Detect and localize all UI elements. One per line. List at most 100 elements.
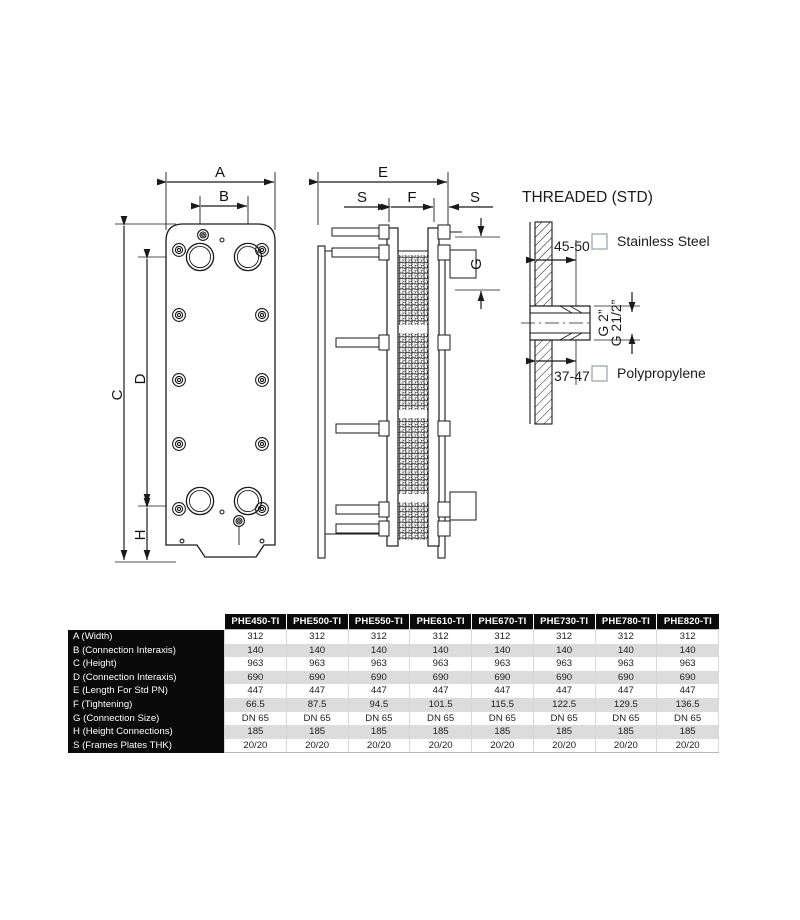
table-cell: 185 — [471, 725, 534, 739]
table-cell: 312 — [594, 628, 658, 644]
table-cell: 963 — [409, 657, 472, 671]
table-row: E (Length For Std PN) 447 447 447 447 44… — [68, 684, 719, 698]
table-cell: DN 65 — [409, 711, 472, 726]
table-cell: 140 — [532, 643, 596, 658]
table-row: C (Height) 963 963 963 963 963 963 963 9… — [68, 657, 719, 671]
table-cell: DN 65 — [224, 711, 287, 726]
dimension-label-C: C — [109, 389, 126, 400]
table-cell: 20/20 — [594, 738, 658, 754]
column-header: PHE780-TI — [594, 614, 657, 630]
row-header: G (Connection Size) — [68, 711, 225, 726]
table-cell: 447 — [532, 684, 596, 698]
threaded-dim-top: 45-50 — [554, 238, 590, 254]
bolt-hole-top-center — [197, 229, 209, 241]
table-cell: 963 — [471, 657, 534, 671]
side-view-drawing — [309, 172, 500, 559]
legend-label-polypropylene: Polypropylene — [617, 365, 706, 381]
dimension-label-F: F — [407, 189, 416, 206]
table-corner-cell — [68, 614, 225, 630]
dimension-label-G: G — [468, 258, 485, 270]
column-header: PHE820-TI — [656, 614, 719, 630]
threaded-detail-title: THREADED (STD) — [522, 189, 653, 206]
dimension-label-E: E — [378, 164, 388, 181]
table-body: A (Width) 312 312 312 312 312 312 312 31… — [68, 628, 719, 754]
table-cell: 312 — [409, 628, 472, 644]
table-cell: 447 — [656, 684, 719, 698]
table-cell: DN 65 — [285, 711, 349, 726]
column-header: PHE670-TI — [471, 614, 534, 630]
column-header: PHE500-TI — [285, 614, 348, 630]
table-cell: 447 — [471, 684, 534, 698]
locating-holes — [179, 237, 265, 544]
table-row: F (Tightening) 66.5 87.5 94.5 101.5 115.… — [68, 697, 719, 712]
thread-size-label-1: G 2” — [595, 309, 611, 337]
table-cell: 20/20 — [285, 738, 349, 754]
table-cell: 690 — [285, 670, 349, 685]
table-cell: 690 — [409, 670, 472, 685]
table-cell: DN 65 — [532, 711, 596, 726]
table-cell: 94.5 — [347, 697, 411, 712]
table-cell: DN 65 — [471, 711, 534, 726]
table-row: A (Width) 312 312 312 312 312 312 312 31… — [68, 628, 719, 644]
row-header: D (Connection Interaxis) — [68, 670, 225, 685]
table-cell: 136.5 — [656, 697, 719, 712]
dimension-label-S-left: S — [357, 189, 367, 206]
table-cell: 20/20 — [224, 738, 287, 754]
table-cell: 185 — [347, 725, 411, 739]
table-cell: 115.5 — [471, 697, 534, 712]
table-cell: 185 — [285, 725, 349, 739]
table-cell: 20/20 — [409, 738, 472, 754]
table-cell: 185 — [532, 725, 596, 739]
dimension-label-B: B — [219, 188, 229, 205]
table-cell: 690 — [532, 670, 596, 685]
table-cell: 66.5 — [224, 697, 287, 712]
row-header: H (Height Connections) — [68, 725, 225, 739]
table-cell: 690 — [471, 670, 534, 685]
table-cell: 140 — [656, 643, 719, 658]
table-cell: 963 — [532, 657, 596, 671]
table-cell: 690 — [347, 670, 411, 685]
table-cell: 20/20 — [532, 738, 596, 754]
table-cell: 963 — [656, 657, 719, 671]
bolt-hole-bottom-center — [233, 515, 245, 545]
table-cell: 140 — [347, 643, 411, 658]
table-cell: 312 — [347, 628, 411, 644]
table-cell: 101.5 — [409, 697, 472, 712]
dimension-label-H: H — [132, 530, 149, 541]
table-row: S (Frames Plates THK) 20/20 20/20 20/20 … — [68, 738, 719, 754]
table-cell: 312 — [224, 628, 287, 644]
table-cell: 185 — [594, 725, 658, 739]
column-header: PHE730-TI — [532, 614, 595, 630]
checkbox-polypropylene — [591, 365, 608, 382]
dimension-label-S-right: S — [470, 189, 480, 206]
fixed-frame-plate — [386, 227, 399, 547]
dimension-label-D: D — [132, 373, 149, 384]
frame-plate-outline — [165, 223, 276, 558]
table-cell: 140 — [285, 643, 349, 658]
table-cell: 185 — [409, 725, 472, 739]
table-cell: 690 — [224, 670, 287, 685]
table-cell: 185 — [224, 725, 287, 739]
table-cell: 690 — [594, 670, 658, 685]
table-cell: 185 — [656, 725, 719, 739]
front-view-drawing — [115, 172, 276, 563]
table-cell: 140 — [471, 643, 534, 658]
table-cell: 140 — [594, 643, 658, 658]
row-header: S (Frames Plates THK) — [68, 738, 225, 753]
table-cell: 312 — [532, 628, 596, 644]
table-row: D (Connection Interaxis) 690 690 690 690… — [68, 670, 719, 685]
column-header: PHE610-TI — [409, 614, 472, 630]
table-cell: DN 65 — [594, 711, 658, 726]
table-cell: 312 — [656, 628, 719, 644]
table-cell: 20/20 — [471, 738, 534, 754]
table-cell: 447 — [409, 684, 472, 698]
table-cell: 312 — [285, 628, 349, 644]
table-row: H (Height Connections) 185 185 185 185 1… — [68, 725, 719, 739]
movable-frame-plate — [427, 227, 440, 547]
legend-label-stainless-steel: Stainless Steel — [617, 233, 710, 249]
table-cell: 140 — [224, 643, 287, 658]
table-cell: 312 — [471, 628, 534, 644]
table-cell: 963 — [224, 657, 287, 671]
